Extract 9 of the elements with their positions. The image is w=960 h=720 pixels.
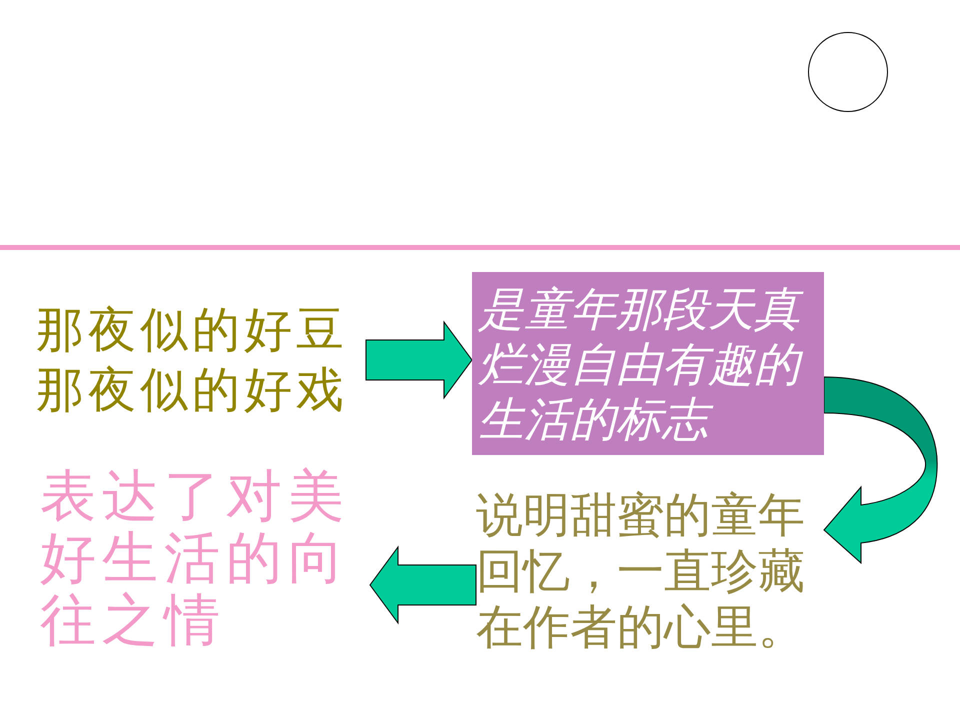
- node-text: 那夜似的好豆: [36, 301, 349, 360]
- node-text: 表达了对美好生活的向往之情: [40, 466, 351, 652]
- circle-outline: [808, 32, 888, 112]
- node-text: 是童年那段天真烂漫自由有趣的生活的标志: [478, 282, 818, 447]
- node-text: 说明甜蜜的童年回忆，一直珍藏在作者的心里。: [476, 488, 806, 656]
- block-arrow: [824, 376, 938, 564]
- block-arrow: [366, 320, 473, 400]
- node-text: 那夜似的好戏: [36, 361, 349, 420]
- block-arrow: [369, 545, 476, 625]
